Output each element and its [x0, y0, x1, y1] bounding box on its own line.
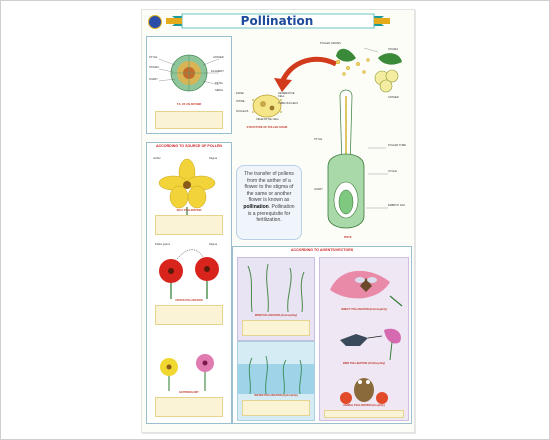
flower-cross-section-illustration [158, 54, 220, 92]
agents-panel: ACCORDING TO AGENTS/VECTORS WIND POLLINA… [232, 246, 412, 424]
bird-flower-illustration [340, 328, 401, 361]
cross-label-pollen: Pollen grains [155, 243, 170, 246]
geitonogamy-caption: GEITONOGAMY [179, 391, 199, 394]
label-petal: PETAL [215, 82, 224, 85]
label-intine: INTINE [236, 100, 245, 103]
pollen-grain-diagram: EXINE INTINE GENERATIVE CELL NUCLEUS TUB… [234, 80, 300, 136]
label-pollen-tube: POLLEN TUBE [388, 144, 406, 147]
definition-text-before: The transfer of pollens from the anther … [244, 171, 294, 204]
pollination-chart: Pollination STYLE STIGMA OVARY ANTHER FI… [141, 9, 415, 433]
flower-structure-panel: STYLE STIGMA OVARY ANTHER FILAMENT PETAL… [146, 36, 232, 134]
pistil-illustration [327, 47, 402, 229]
anther-textbox [155, 111, 223, 129]
label-pistil-ovary: OVARY [314, 188, 323, 191]
cross-pollination-textbox [155, 305, 223, 325]
label-ovule: OVULE [388, 170, 397, 173]
pollen-source-title: ACCORDING TO SOURCE OF POLLEN [155, 144, 223, 148]
insect-flower-illustration [330, 270, 403, 307]
self-label-stigma: Stigma [209, 157, 218, 160]
label-anther: ANTHER [213, 56, 224, 59]
self-pollination-caption: SELF POLLINATION [176, 209, 202, 212]
geitonogamy-flowers [160, 354, 214, 391]
definition-box: The transfer of pollens from the anther … [236, 165, 302, 240]
water-caption: WATER POLLINATION (Hydrophily) [254, 394, 298, 397]
water-card: WATER POLLINATION (Hydrophily) [237, 341, 315, 421]
animal-flower-illustration [340, 378, 388, 404]
label-tube-nucleus: TUBE NUCLEUS [278, 102, 299, 105]
label-nucleus: NUCLEUS [236, 110, 249, 113]
cross-label-stigma: Stigma [209, 243, 218, 246]
label-pistil-stigma: STIGMA [388, 48, 398, 51]
label-sepal: SEPAL [215, 89, 224, 92]
red-transfer-arrow [274, 56, 338, 92]
title-ribbon [166, 13, 390, 29]
self-pollination-textbox [155, 215, 223, 235]
label-vegetative-cell: VEGETATIVE CELL [256, 118, 280, 121]
animal-caption: ANIMAL POLLINATION (Zoophily) [343, 404, 385, 407]
label-generative-cell: GENERATIVE CELL [278, 92, 295, 98]
definition-text-after: . Pollination is a prerequisite for fert… [247, 203, 295, 224]
anther-caption: T.S. OF AN ANTHER [176, 103, 202, 106]
cross-pollination-caption: CROSS POLLINATION [175, 299, 203, 302]
water-textbox [242, 400, 310, 416]
label-filament: FILAMENT [211, 70, 224, 73]
animal-textbox [324, 410, 404, 418]
pollen-grain-illustration [252, 94, 282, 118]
cross-pollination-flowers [159, 249, 219, 299]
geitonogamy-textbox [155, 397, 223, 417]
water-plant-illustration [238, 355, 314, 394]
label-exine: EXINE [236, 92, 244, 95]
agents-title: ACCORDING TO AGENTS/VECTORS [290, 248, 354, 252]
pollen-source-panel: ACCORDING TO SOURCE OF POLLEN Anther Sti… [146, 142, 232, 424]
publisher-logo [148, 15, 162, 29]
label-style: STYLE [149, 56, 158, 59]
self-label-anther: Anther [153, 157, 161, 160]
definition-keyword: pollination [243, 203, 269, 210]
title-band: Pollination [142, 10, 414, 32]
label-stigma: STIGMA [149, 66, 159, 69]
pistil-diagram: POLLEN GRAINS STIGMA ANTHER STYLE POLLEN… [308, 38, 412, 244]
bird-caption: BIRD POLLINATION (Ornithophily) [342, 362, 386, 365]
label-embryo-sac: EMBRYO SAC [388, 204, 406, 207]
wind-textbox [242, 320, 310, 336]
label-pistil-style: STYLE [314, 138, 323, 141]
insect-caption: INSECT POLLINATION (Entomophily) [341, 308, 387, 311]
label-pistil-anther: ANTHER [388, 96, 399, 99]
poster-title: Pollination [240, 14, 314, 28]
wind-grass-illustration [247, 263, 305, 313]
label-ovary: OVARY [149, 78, 158, 81]
insect-bird-animal-card: INSECT POLLINATION (Entomophily) BIRD PO… [319, 257, 409, 421]
label-pollen-grains: POLLEN GRAINS [320, 42, 341, 45]
wind-card: WIND POLLINATION (Anemophily) [237, 257, 315, 341]
self-pollination-flower [158, 158, 216, 217]
pollen-caption: STRUCTURE OF POLLEN GRAIN [246, 126, 288, 129]
wind-caption: WIND POLLINATION (Anemophily) [254, 314, 298, 317]
pistil-caption: PISTIL [343, 236, 353, 239]
